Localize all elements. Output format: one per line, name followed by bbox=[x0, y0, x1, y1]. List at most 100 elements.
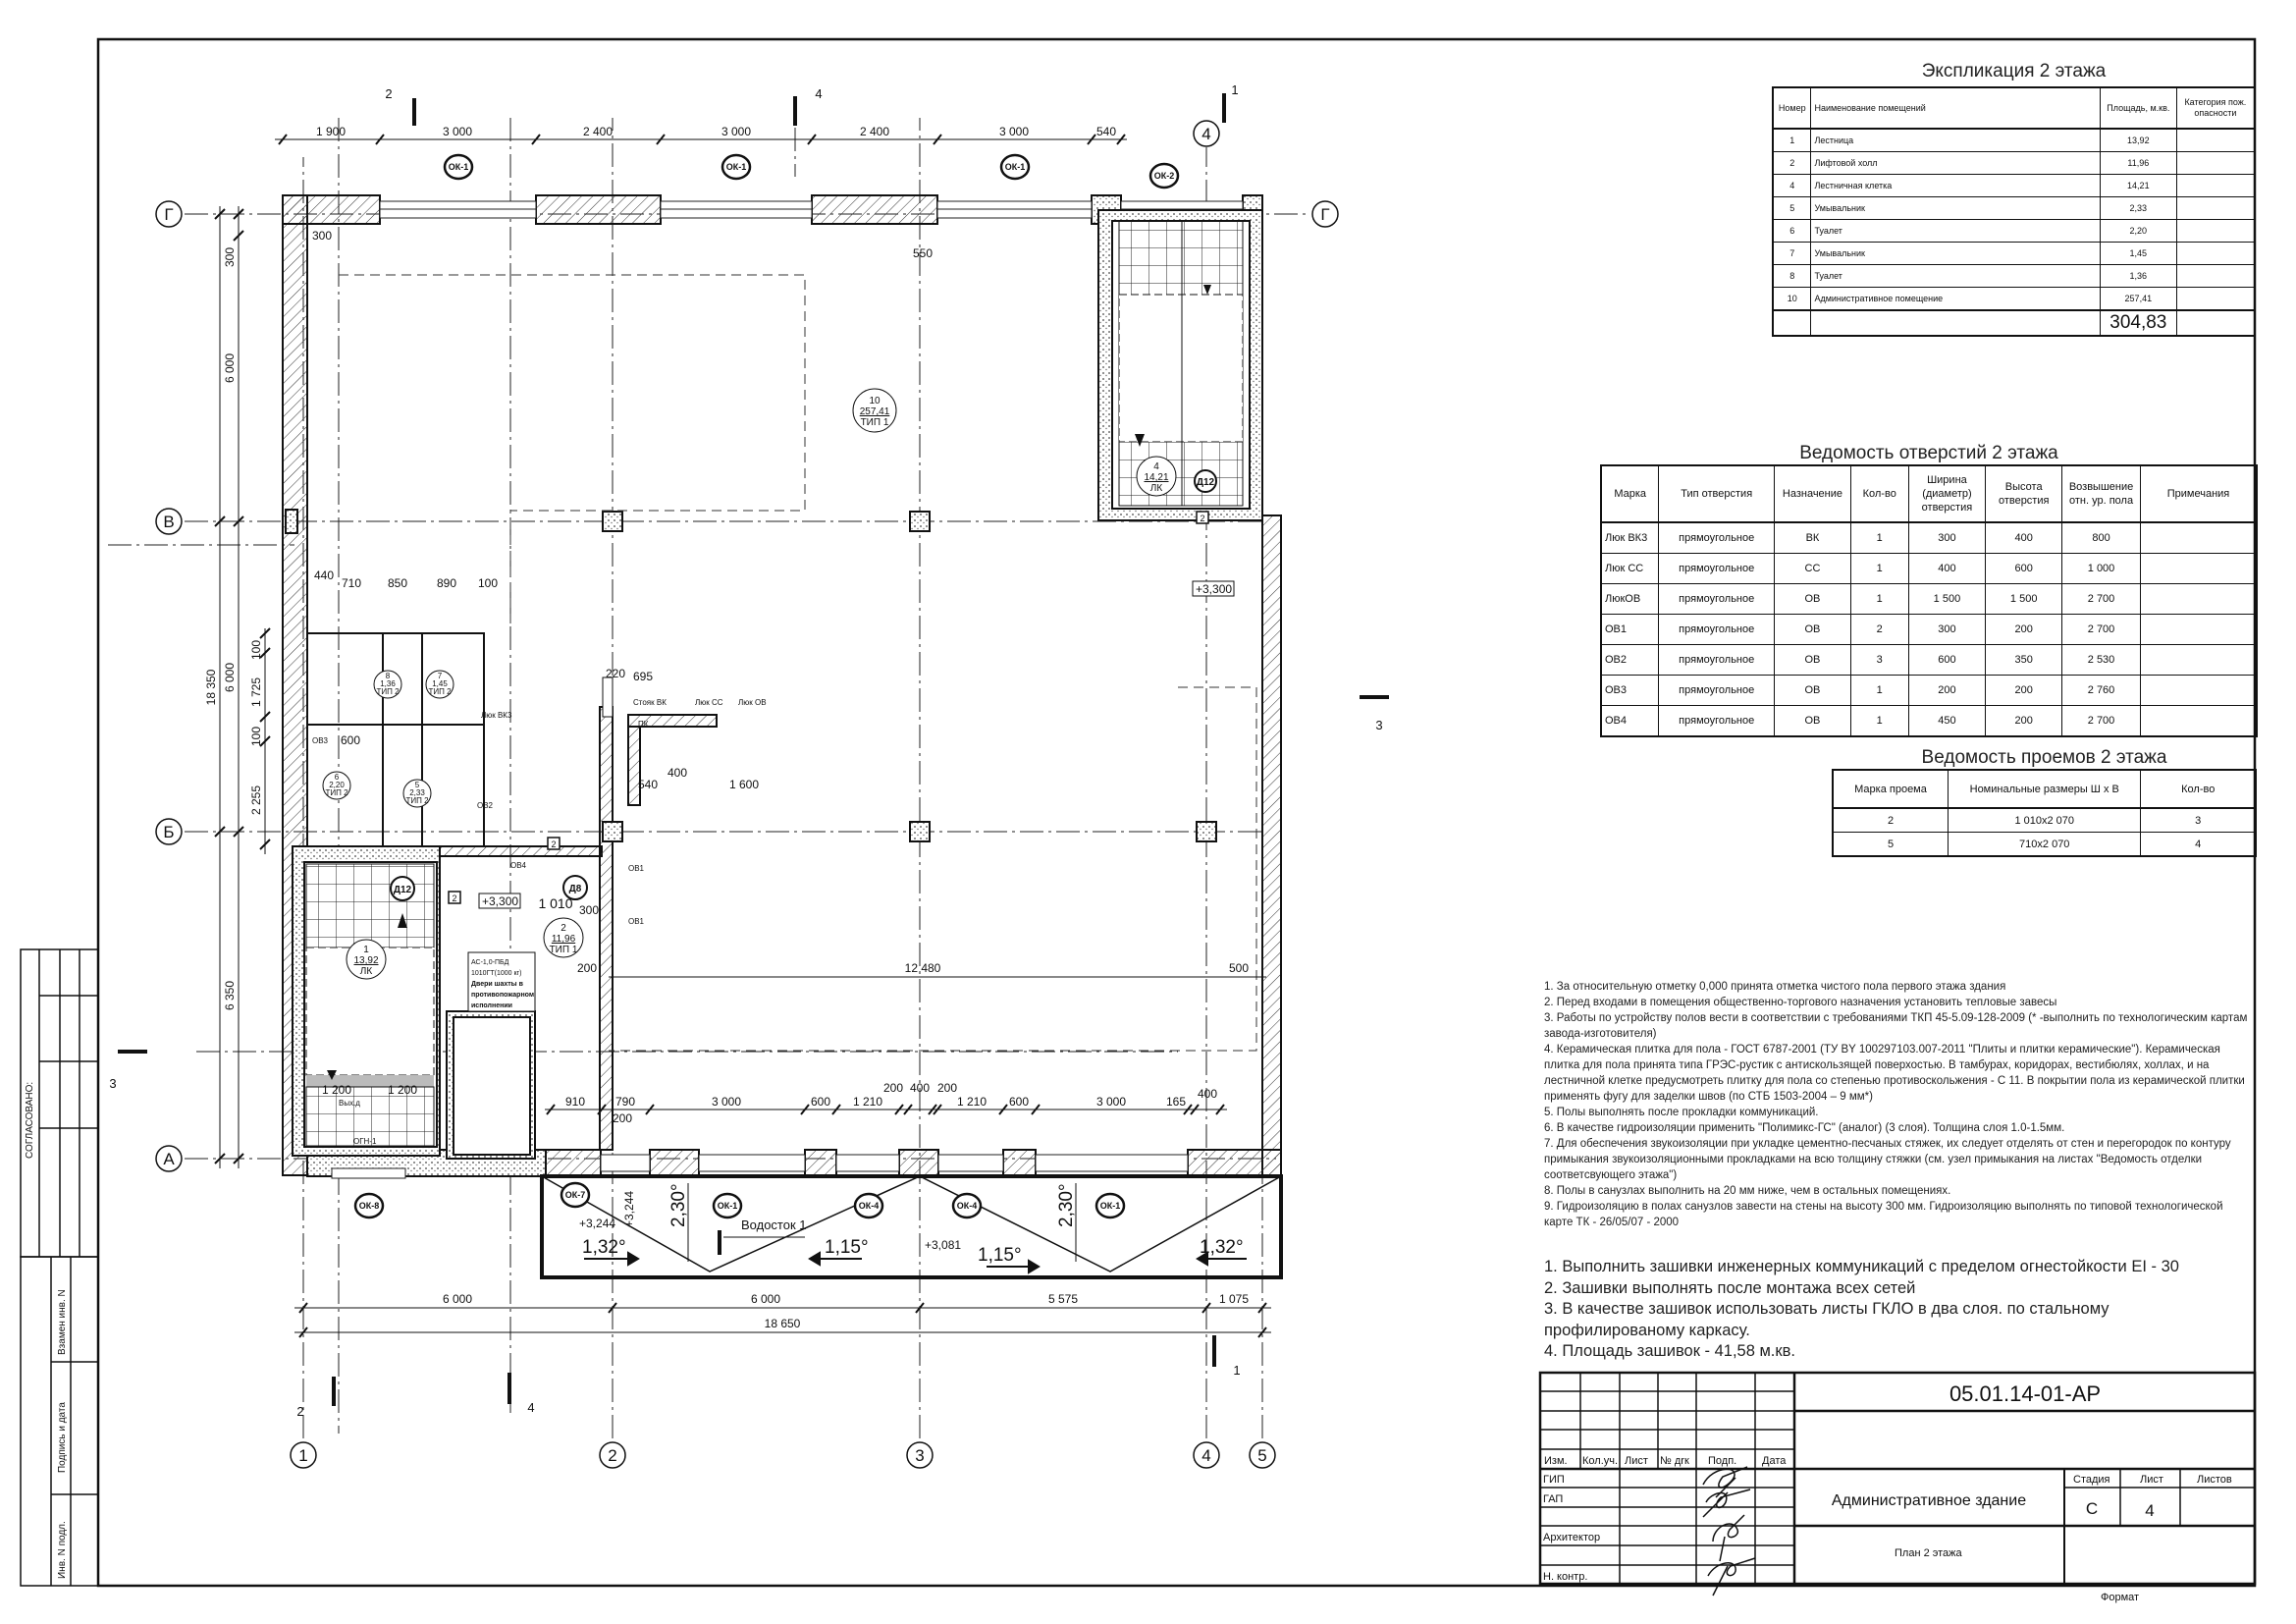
opening-mark-ov: Люк ОВ bbox=[738, 698, 767, 707]
table-cell: 7 bbox=[1772, 242, 1812, 265]
slope-label-3: 1,15° bbox=[978, 1245, 1022, 1266]
canopy-roof bbox=[540, 1174, 1283, 1279]
tb-col-kolvo: Кол.уч. bbox=[1582, 1455, 1618, 1467]
bottom-dim-13: 400 bbox=[1198, 1087, 1217, 1101]
stair-dim-1200b: 1 200 bbox=[388, 1083, 417, 1097]
door-mark-d12-left: Д12 bbox=[394, 885, 412, 895]
tb-role-architect: Архитектор bbox=[1543, 1532, 1600, 1543]
slope-label-2: 1,15° bbox=[825, 1237, 869, 1258]
inner-dim-12480: 12 480 bbox=[905, 961, 941, 975]
table-cell bbox=[2139, 521, 2258, 554]
opening-mark-cc: Люк СС bbox=[695, 698, 723, 707]
window-mark-ok1: ОК-1 bbox=[726, 162, 747, 172]
table-cell: 450 bbox=[1907, 705, 1987, 737]
explication-title: Экспликация 2 этажа bbox=[1921, 61, 2107, 81]
window-mark-ok7: ОК-7 bbox=[565, 1190, 586, 1200]
room-6-type: ТИП 2 bbox=[325, 788, 348, 797]
door-type-label: 2 bbox=[551, 839, 556, 849]
section-label-1-top: 1 bbox=[1231, 82, 1238, 97]
agreed-label: СОГЛАСОВАНО: bbox=[25, 1082, 35, 1159]
room-2-type: ТИП 1 bbox=[550, 945, 578, 955]
tb-col-izm: Изм. bbox=[1544, 1455, 1568, 1467]
room-1-number: 1 bbox=[363, 945, 369, 955]
left-dim-100b: 100 bbox=[249, 727, 263, 746]
level-mark-lift-hall: +3,300 bbox=[482, 894, 518, 908]
table-cell: 1 bbox=[1849, 675, 1909, 706]
section-label-2-bottom: 2 bbox=[296, 1404, 303, 1419]
inner-dim-550: 550 bbox=[913, 246, 933, 260]
explication-table: Номер Наименование помещений Площадь, м.… bbox=[1772, 86, 2256, 337]
left-dim-6350: 6 350 bbox=[223, 981, 237, 1010]
col-door-size: Номинальные размеры Ш х В bbox=[1947, 769, 2142, 809]
tb-building-name: Административное здание bbox=[1832, 1492, 2026, 1509]
room-label-circles bbox=[322, 388, 1177, 980]
table-cell: 2 700 bbox=[2061, 705, 2141, 737]
slope-label-1: 1,32° bbox=[582, 1237, 626, 1258]
room-1-type: ЛК bbox=[360, 966, 373, 977]
door-mark-d12-right: Д12 bbox=[1197, 477, 1215, 488]
axis-label-5: 5 bbox=[1257, 1446, 1266, 1465]
table-cell: Туалет bbox=[1810, 264, 2101, 288]
door-mark-d8: Д8 bbox=[569, 884, 582, 894]
window-mark-ok8: ОК-8 bbox=[359, 1201, 380, 1211]
total-row: 304,83 bbox=[1772, 309, 2256, 337]
note-item: 7. Для обеспечения звукоизоляции при укл… bbox=[1544, 1138, 2231, 1181]
col-name: Наименование помещений bbox=[1810, 86, 2101, 130]
col-count: Кол-во bbox=[1849, 464, 1909, 523]
axis-label-3: 3 bbox=[915, 1446, 924, 1465]
exterior-walls bbox=[282, 194, 1282, 1177]
table-cell: ОВ4 bbox=[1600, 705, 1660, 737]
table-header-row: Номер Наименование помещений Площадь, м.… bbox=[1772, 86, 2256, 130]
inner-dim-695: 695 bbox=[633, 670, 653, 683]
slope-arrows bbox=[584, 1251, 1247, 1274]
col-mark: Марка bbox=[1600, 464, 1660, 523]
note-item: 8. Полы в санузлах выполнить на 20 мм ни… bbox=[1544, 1185, 1951, 1197]
table-cell: 600 bbox=[1985, 553, 2063, 584]
table-header-row: Марка Тип отверстия Назначение Кол-во Ши… bbox=[1600, 464, 2258, 523]
stair-right bbox=[1097, 209, 1263, 521]
table-cell: 1 500 bbox=[1985, 583, 2063, 615]
total-empty bbox=[2175, 309, 2256, 337]
inner-dim-1600: 1 600 bbox=[729, 778, 759, 791]
stair-dim-1200a: 1 200 bbox=[322, 1083, 351, 1097]
signatures bbox=[1702, 1466, 1756, 1597]
inner-dim-220: 220 bbox=[606, 667, 625, 680]
left-dim-6000b: 6 000 bbox=[223, 663, 237, 692]
total-empty bbox=[1772, 309, 1812, 337]
bottom-dim-10: 600 bbox=[1009, 1095, 1029, 1109]
table-cell: Лестница bbox=[1810, 128, 2101, 152]
note-item: 3. Работы по устройству полов вести в со… bbox=[1544, 1012, 2248, 1040]
bottom-dim-1: 910 bbox=[565, 1095, 585, 1109]
table-cell: ЛюкОВ bbox=[1600, 583, 1660, 615]
sign-date-label: Подпись и дата bbox=[57, 1402, 68, 1473]
table-cell: прямоугольное bbox=[1658, 705, 1776, 737]
general-notes: 1. За относительную отметку 0,000 принят… bbox=[1544, 979, 2251, 1230]
axis-dim-3: 5 575 bbox=[1048, 1292, 1078, 1306]
bottom-dim-8: 200 bbox=[937, 1081, 957, 1095]
col-height: Высота отверстия bbox=[1985, 464, 2063, 523]
section-label-3-left: 3 bbox=[109, 1076, 116, 1091]
axis-label-4-top: 4 bbox=[1201, 125, 1210, 143]
left-dim-2255: 2 255 bbox=[249, 785, 263, 815]
inner-dim-100: 100 bbox=[478, 576, 498, 590]
tb-col-podp: Подп. bbox=[1708, 1455, 1736, 1467]
table-cell: 1 bbox=[1849, 705, 1909, 737]
room-5-type: ТИП 2 bbox=[405, 796, 429, 805]
table-cell: ОВ bbox=[1774, 583, 1851, 615]
top-dim-7: 540 bbox=[1096, 125, 1116, 138]
window-mark-ok1: ОК-1 bbox=[449, 162, 469, 172]
table-cell: Лестничная клетка bbox=[1810, 174, 2101, 197]
top-dim-4: 3 000 bbox=[721, 125, 751, 138]
inner-dim-300: 300 bbox=[579, 903, 599, 917]
bottom-dim-6: 200 bbox=[883, 1081, 903, 1095]
room-4-type: ЛК bbox=[1150, 483, 1163, 494]
table-cell: 200 bbox=[1985, 614, 2063, 645]
openings-table: Марка Тип отверстия Назначение Кол-во Ши… bbox=[1600, 464, 2258, 737]
table-cell: 1,45 bbox=[2099, 242, 2177, 265]
table-cell: ВК bbox=[1774, 521, 1851, 554]
